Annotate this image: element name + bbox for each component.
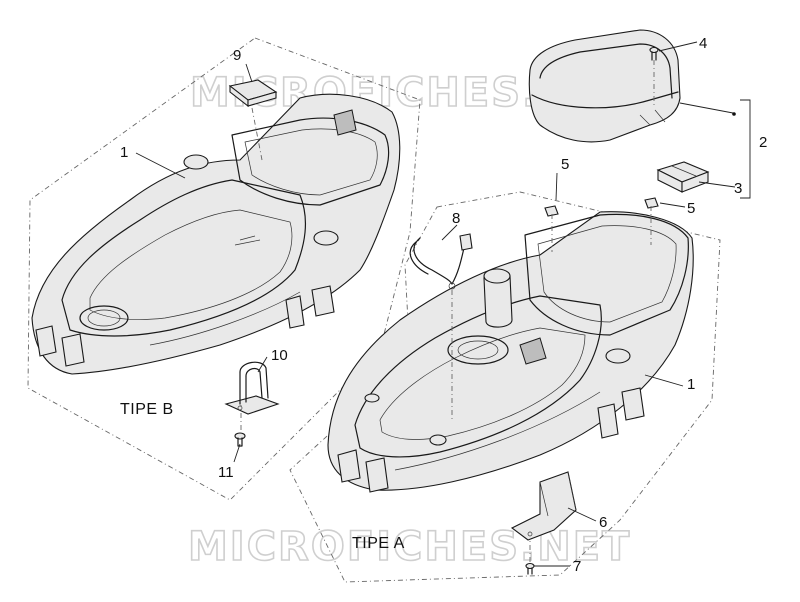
- tipe-b-label: TIPE B: [120, 401, 174, 418]
- callout-10: 10: [271, 347, 288, 364]
- callout-2: 2: [759, 134, 767, 151]
- watermark-bottom: MICROFICHES.NET: [188, 524, 631, 570]
- clip-part-5-top: [544, 205, 559, 217]
- callout-7: 7: [573, 558, 581, 575]
- leader-lines: [135, 41, 751, 567]
- cover-leader-dot: [732, 112, 736, 116]
- cover-part-2: [528, 29, 681, 143]
- callout-6: 6: [599, 514, 607, 531]
- bracket-part-10: [224, 361, 280, 415]
- callout-8: 8: [452, 210, 460, 227]
- callout-3: 3: [734, 180, 742, 197]
- helmet-compartment-tipe-a: [327, 211, 694, 493]
- tipe-a-label: TIPE A: [352, 535, 405, 552]
- tipe-b-group-outline: [27, 37, 421, 501]
- callout-9: 9: [233, 47, 241, 64]
- helmet-compartment-tipe-b: [31, 93, 401, 375]
- plate-part-6: [510, 471, 577, 541]
- callout-11: 11: [218, 464, 234, 481]
- callout-1-tipe-b: 1: [120, 144, 128, 161]
- callout-1-tipe-a: 1: [687, 376, 695, 393]
- screw-part-11: [234, 432, 246, 447]
- block-part-3: [656, 161, 710, 193]
- callout-5-top: 5: [561, 156, 569, 173]
- guide-lines: [240, 60, 655, 562]
- callout-5-right: 5: [687, 200, 695, 217]
- clip-part-5-right: [644, 197, 659, 209]
- strap-part-8: [409, 233, 473, 290]
- screw-part-4: [649, 46, 659, 61]
- callout-4: 4: [699, 35, 707, 52]
- pad-part-9: [228, 79, 278, 108]
